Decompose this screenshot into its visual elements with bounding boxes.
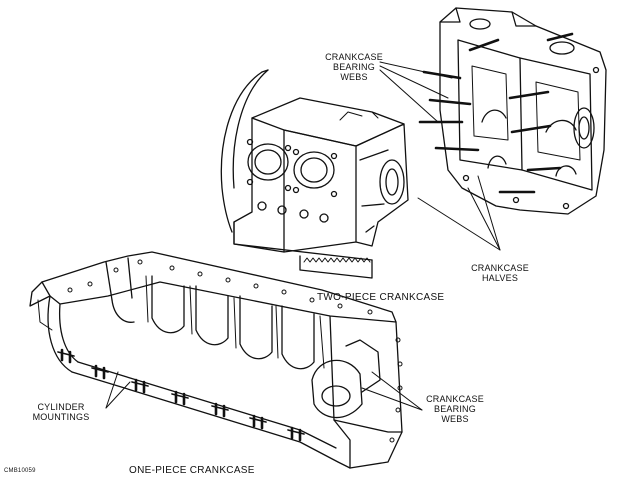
label-crankcase-halves: CRANKCASE HALVES <box>471 263 529 283</box>
caption-one-piece-crankcase: ONE-PIECE CRANKCASE <box>129 465 255 476</box>
figure-code: CMB10059 <box>4 468 36 474</box>
label-crankcase-bearing-webs-bottom: CRANKCASE BEARING WEBS <box>426 394 484 424</box>
label-cylinder-mountings: CYLINDER MOUNTINGS <box>32 402 90 422</box>
one-piece-crankcase <box>30 252 402 468</box>
crankcase-half-left <box>221 70 408 278</box>
label-crankcase-bearing-webs-top: CRANKCASE BEARING WEBS <box>325 52 383 82</box>
caption-two-piece-crankcase: TWO-PIECE CRANKCASE <box>317 292 445 303</box>
leader-lines <box>106 62 500 410</box>
crankcase-half-right <box>420 8 606 214</box>
